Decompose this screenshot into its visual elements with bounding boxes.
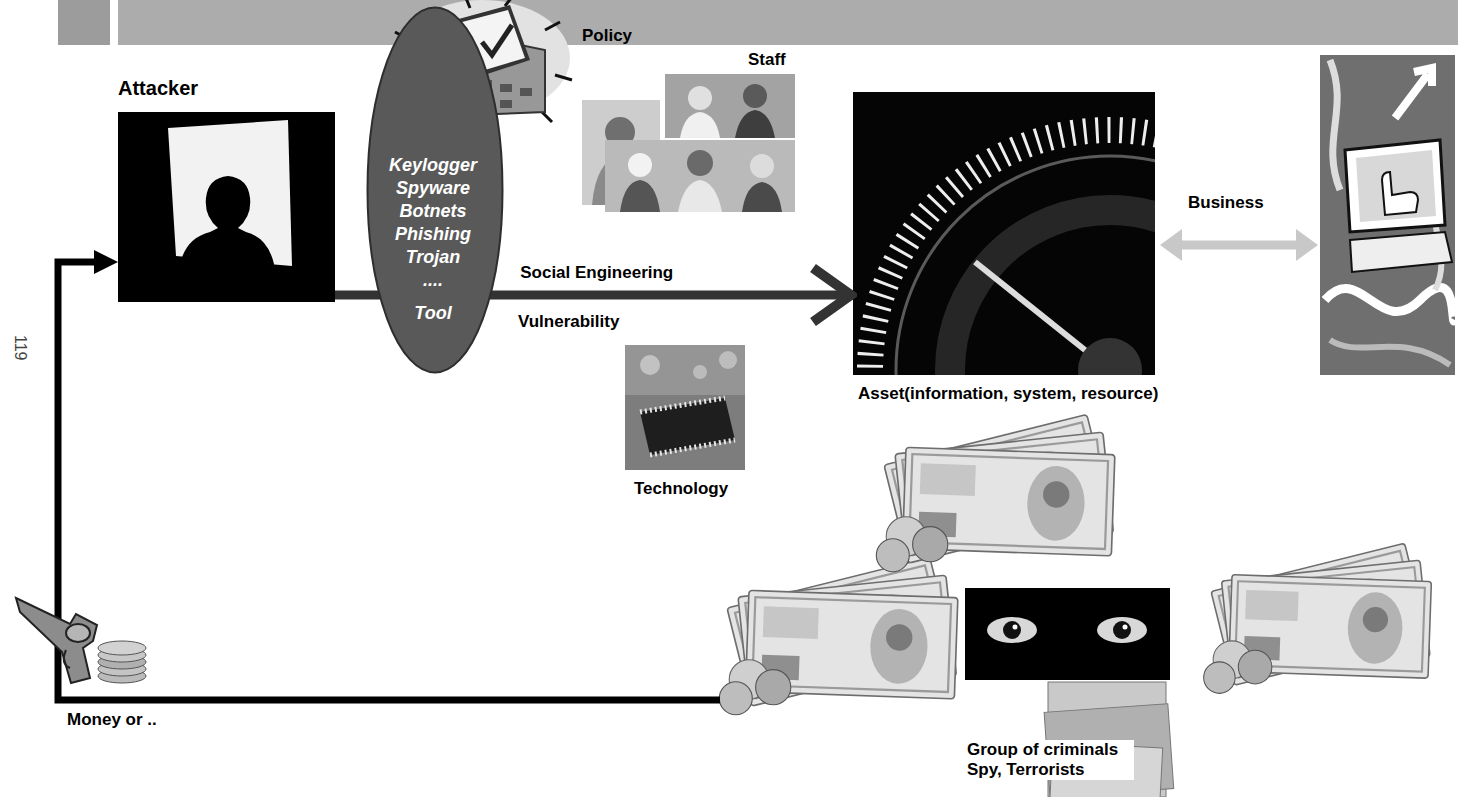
- chip-photo: [719, 351, 737, 369]
- speedometer-photo: [870, 130, 1155, 375]
- vulnerability-label: Vulnerability: [518, 312, 619, 332]
- staff-photos: [628, 153, 652, 177]
- speedometer-photo: [870, 130, 1155, 375]
- attacker-silhouette: [178, 176, 276, 302]
- connector-arrow: [335, 291, 382, 300]
- criminals-picture: Group of criminals Spy, Terrorists: [720, 405, 1458, 797]
- staff-picture: Staff: [578, 48, 800, 213]
- node-label: Keylogger Spyware Botnets Phishing Troja…: [366, 154, 500, 292]
- policy-building: [482, 25, 512, 55]
- money-and-eyes: [876, 414, 1115, 571]
- money-and-eyes: [965, 588, 1170, 680]
- business-arrow: [1160, 229, 1318, 261]
- coin-stack: [98, 641, 146, 655]
- speedometer-photo: [1078, 338, 1142, 375]
- chip-photo: [640, 398, 725, 412]
- revolver: [64, 650, 70, 668]
- header-bar: [118, 0, 1458, 45]
- revolver: [66, 624, 90, 642]
- business-picture: [1395, 68, 1432, 118]
- staff-photos: [750, 154, 774, 178]
- chip-photo: [650, 440, 735, 455]
- money-and-eyes: [1003, 621, 1021, 639]
- node-label: Staff: [748, 50, 786, 70]
- chip-photo: [625, 345, 745, 470]
- staff-photos: [605, 140, 795, 212]
- business-picture: [1356, 150, 1436, 222]
- business-picture: [1330, 340, 1450, 365]
- money-and-eyes: [719, 557, 958, 714]
- coin-stack: [98, 641, 146, 683]
- money-and-eyes: [987, 617, 1037, 643]
- node-label: Group of criminals Spy, Terrorists: [965, 740, 1134, 780]
- page-number: 119: [10, 335, 30, 361]
- chip-photo: [693, 365, 707, 379]
- chip-photo: [625, 345, 745, 395]
- tool-ellipse: Keylogger Spyware Botnets Phishing Troja…: [366, 6, 504, 374]
- asset-picture: Asset(information, system, resource): [853, 92, 1162, 408]
- speedometer-photo: [896, 156, 1155, 375]
- header-bar: [58, 0, 1458, 45]
- header-bar: [58, 0, 110, 45]
- node-label: Policy: [582, 26, 632, 46]
- money-and-eyes: [1123, 625, 1128, 630]
- money-and-eyes: [1204, 543, 1432, 693]
- business-picture: [1345, 140, 1445, 232]
- money-and-eyes: [719, 414, 1431, 797]
- staff-photos: [688, 86, 712, 110]
- staff-photos: [687, 150, 713, 176]
- speedometer-photo: [950, 210, 1155, 375]
- revolver: [16, 598, 97, 683]
- staff-photos: [680, 112, 720, 138]
- business-picture: [1320, 55, 1455, 375]
- technology-picture: Technology: [620, 345, 750, 503]
- chip-photo: [640, 398, 735, 455]
- money-and-eyes: [1013, 625, 1018, 630]
- node-label: Asset(information, system, resource): [858, 384, 1158, 404]
- business-arrow: [1296, 229, 1318, 261]
- edge-label: Social Engineering: [518, 263, 675, 283]
- staff-photos: [743, 84, 767, 108]
- staff-photos: [620, 180, 660, 212]
- edge-label: Money or ..: [65, 710, 159, 730]
- chip-photo: [625, 345, 745, 470]
- business-picture: [1320, 55, 1455, 375]
- business-picture: [1325, 288, 1455, 321]
- connector-arrow: [58, 262, 720, 700]
- business-picture: [1330, 60, 1340, 190]
- business-arrow: [1160, 229, 1182, 261]
- money-and-eyes: [1097, 617, 1147, 643]
- node-label: Attacker: [118, 76, 198, 100]
- chip-photo: [640, 355, 660, 375]
- staff-photos: [665, 74, 795, 138]
- business-label: Business: [1188, 193, 1264, 213]
- revolver: [16, 598, 97, 683]
- speedometer-photo: [853, 92, 1350, 610]
- attacker-silhouette: [118, 112, 335, 302]
- staff-photos: [582, 74, 795, 212]
- money-and-eyes: [1113, 621, 1131, 639]
- business-picture: [1382, 172, 1418, 215]
- attacker-picture: Attacker: [118, 72, 335, 302]
- node-label: Technology: [634, 479, 728, 499]
- staff-photos: [678, 180, 722, 212]
- staff-photos: [742, 182, 782, 212]
- attacker-silhouette: [118, 112, 335, 302]
- node-label: Tool: [366, 302, 500, 325]
- connector-arrow: [488, 291, 853, 300]
- staff-photos: [735, 110, 775, 138]
- business-picture: [1350, 232, 1452, 272]
- business-arrow: [1176, 241, 1302, 250]
